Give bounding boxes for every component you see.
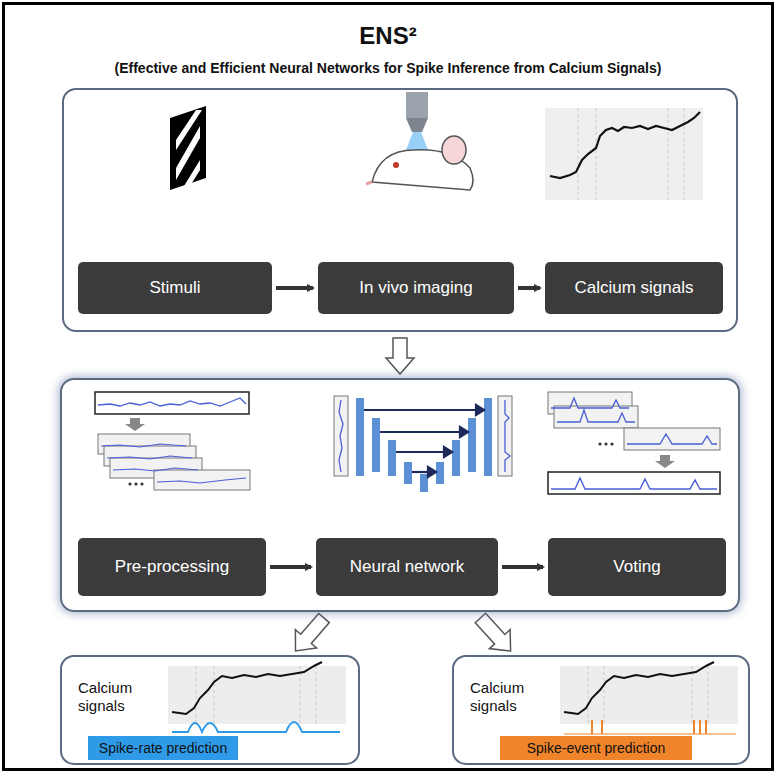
group-panel: Stimuli In vivo imaging Calcium signals — [62, 88, 738, 332]
panel-label: Calcium signals — [78, 679, 158, 715]
flow-arrow — [270, 565, 311, 569]
block-arrow — [295, 613, 329, 651]
box-label: In vivo imaging — [359, 278, 472, 298]
process-box: Voting — [548, 538, 726, 596]
process-box: Calcium signals — [545, 262, 723, 314]
box-label: Spike-rate prediction — [99, 740, 227, 756]
diagram-title: ENS² — [0, 22, 776, 50]
subtitle-label: (Effective and Efficient Neural Networks… — [0, 60, 776, 76]
box-label: Pre-processing — [115, 557, 229, 577]
group-panel: Calcium signalsSpike-event prediction — [452, 655, 750, 765]
flow-arrow — [276, 286, 313, 290]
box-label: Stimuli — [149, 278, 200, 298]
flow-arrow — [502, 565, 543, 569]
process-box: Neural network — [316, 538, 498, 596]
flow-arrow — [518, 286, 540, 290]
box-label: Neural network — [350, 557, 464, 577]
output-tag: Spike-rate prediction — [88, 736, 238, 760]
block-arrow — [386, 338, 414, 374]
output-tag: Spike-event prediction — [500, 736, 692, 760]
box-label: Voting — [613, 557, 660, 577]
box-label: Calcium signals — [574, 278, 693, 298]
group-panel: Calcium signalsSpike-rate prediction — [60, 655, 360, 765]
group-panel: Pre-processing Neural network Voting — [60, 378, 740, 612]
process-box: Stimuli — [78, 262, 272, 314]
box-label: Spike-event prediction — [527, 740, 666, 756]
block-arrow — [475, 613, 510, 651]
process-box: In vivo imaging — [318, 262, 514, 314]
process-box: Pre-processing — [78, 538, 266, 596]
panel-label: Calcium signals — [470, 679, 550, 715]
